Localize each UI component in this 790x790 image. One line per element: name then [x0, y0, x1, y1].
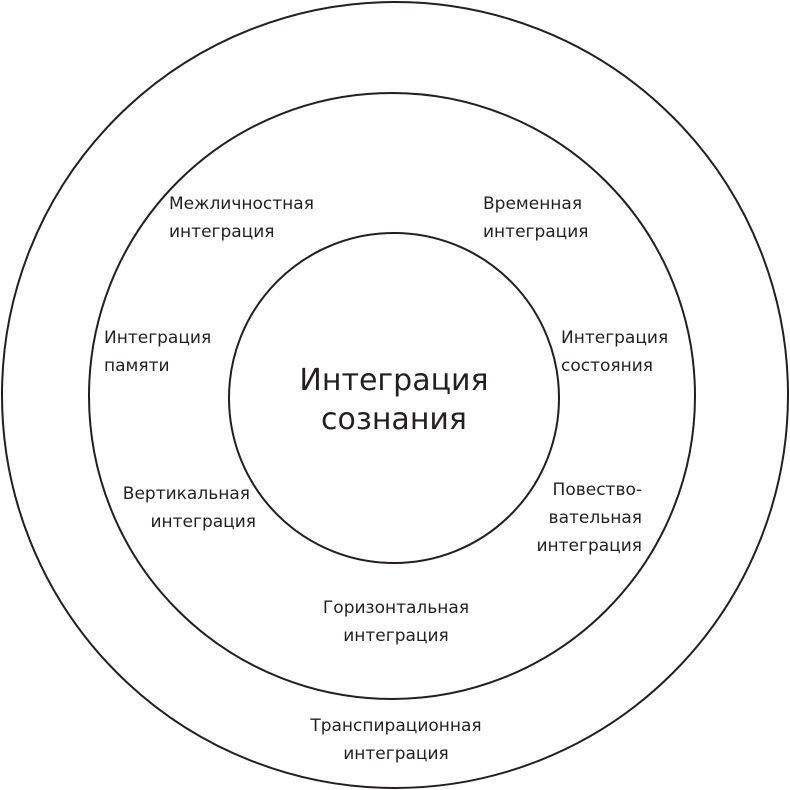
label-interpersonal: Межличностная интеграция	[169, 190, 314, 246]
label-line: Транспирационная	[310, 716, 482, 736]
center-title: Интеграция сознания	[244, 361, 544, 439]
center-title-line1: Интеграция	[299, 363, 489, 398]
label-transpirational: Транспирационная интеграция	[246, 712, 546, 768]
label-line: интеграция	[150, 512, 256, 532]
label-line: Вертикальная	[122, 484, 250, 504]
label-horizontal: Горизонтальная интеграция	[246, 594, 546, 650]
label-line: интеграция	[169, 222, 275, 242]
label-memory: Интеграция памяти	[104, 324, 211, 380]
label-line: состояния	[561, 356, 654, 376]
label-narrative: Повество- вательная интеграция	[536, 476, 642, 560]
label-line: Горизонтальная	[322, 598, 470, 618]
label-line: Межличностная	[169, 194, 314, 214]
label-line: Интеграция	[561, 328, 669, 348]
label-state: Интеграция состояния	[561, 324, 668, 380]
label-line: вательная	[548, 508, 642, 528]
label-line: Временная	[483, 194, 583, 214]
label-line: интеграция	[483, 222, 589, 242]
label-line: интеграция	[536, 536, 642, 556]
center-title-line2: сознания	[321, 402, 467, 437]
label-line: памяти	[104, 356, 170, 376]
label-line: Повество-	[552, 480, 642, 500]
label-line: интеграция	[343, 744, 449, 764]
label-vertical: Вертикальная интеграция	[123, 480, 256, 536]
inner-circle	[228, 232, 560, 564]
label-line: Интеграция	[104, 328, 212, 348]
label-line: интеграция	[343, 626, 449, 646]
middle-circle	[88, 92, 696, 700]
label-temporal: Временная интеграция	[483, 190, 589, 246]
